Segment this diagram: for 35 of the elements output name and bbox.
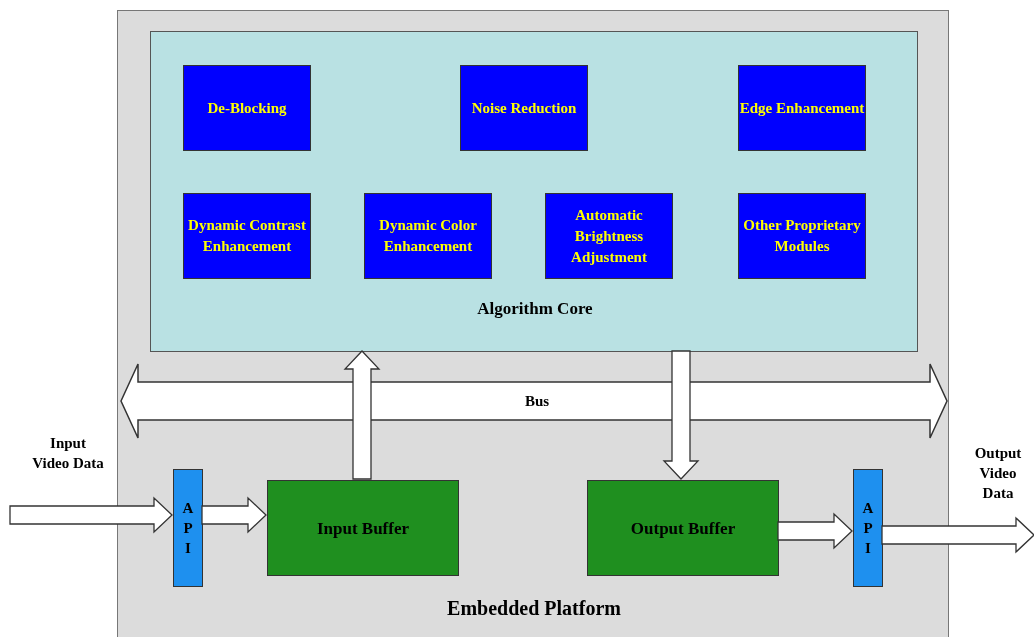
buffer-label: Input Buffer — [316, 517, 410, 539]
api-label: A P I — [862, 499, 874, 558]
api-label: A P I — [182, 499, 194, 558]
block-arrow — [343, 350, 381, 480]
module-label: De-Blocking — [207, 98, 287, 118]
module-box — [738, 65, 866, 151]
buffer-label: Output Buffer — [630, 517, 736, 539]
module-label: Automatic Brightness Adjustment — [570, 205, 648, 267]
module-label: Dynamic Color Enhancement — [378, 216, 478, 256]
core-panel — [150, 31, 918, 352]
block-arrow — [777, 512, 853, 550]
module-label: Other Proprietary Modules — [742, 216, 862, 256]
core-title: Algorithm Core — [476, 298, 594, 320]
block-arrow — [9, 496, 173, 534]
api-box — [173, 469, 203, 587]
block-arrow — [201, 496, 267, 534]
platform-title: Embedded Platform — [446, 596, 622, 620]
module-box — [183, 193, 311, 279]
module-label: Dynamic Contrast Enhancement — [187, 216, 307, 256]
module-label: Edge Enhancement — [739, 98, 865, 118]
buffer-box — [587, 480, 779, 576]
module-box — [545, 193, 673, 279]
bus-label: Bus — [523, 392, 551, 411]
module-label: Noise Reduction — [471, 98, 577, 118]
io-label: Input Video Data — [31, 434, 105, 473]
buffer-box — [267, 480, 459, 576]
module-box — [460, 65, 588, 151]
module-box — [183, 65, 311, 151]
module-box — [364, 193, 492, 279]
block-arrow — [881, 516, 1034, 554]
module-box — [738, 193, 866, 279]
api-box — [853, 469, 883, 587]
platform-panel — [117, 10, 949, 637]
block-arrow — [662, 350, 700, 480]
io-label: Output Video Data — [973, 444, 1023, 503]
